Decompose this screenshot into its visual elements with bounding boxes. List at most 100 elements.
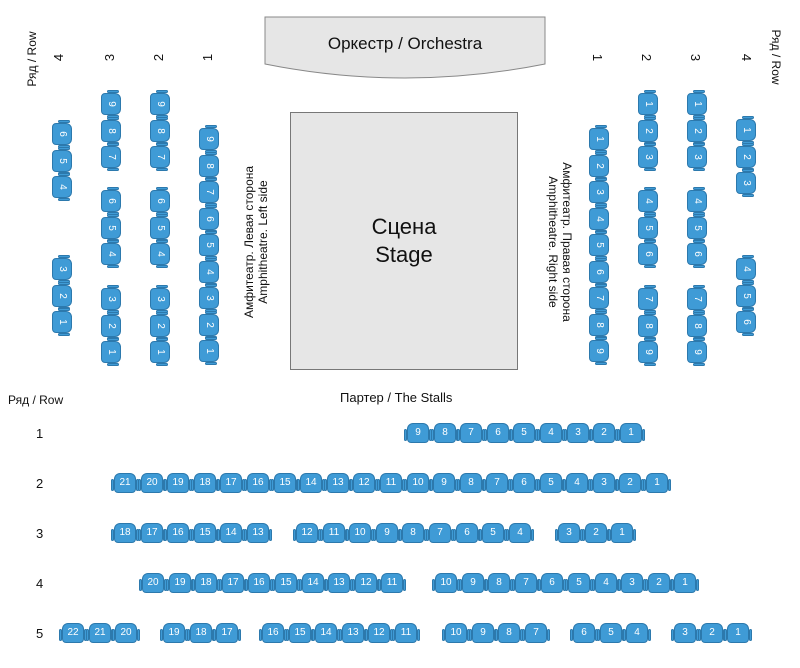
seat[interactable]: 6: [736, 308, 756, 336]
seat[interactable]: 6: [150, 187, 170, 215]
seat[interactable]: 2: [616, 473, 644, 493]
seat[interactable]: 3: [638, 143, 658, 171]
seat[interactable]: 5: [687, 214, 707, 242]
seat[interactable]: 13: [339, 623, 367, 643]
seat[interactable]: 16: [244, 473, 272, 493]
seat[interactable]: 4: [623, 623, 651, 643]
seat[interactable]: 3: [564, 423, 592, 443]
seat[interactable]: 5: [565, 573, 593, 593]
seat[interactable]: 4: [687, 187, 707, 215]
seat[interactable]: 4: [589, 205, 609, 233]
seat[interactable]: 19: [166, 573, 194, 593]
seat[interactable]: 2: [736, 143, 756, 171]
seat[interactable]: 17: [213, 623, 241, 643]
seat[interactable]: 16: [164, 523, 192, 543]
seat[interactable]: 6: [638, 240, 658, 268]
seat[interactable]: 13: [244, 523, 272, 543]
seat[interactable]: 12: [350, 473, 378, 493]
seat[interactable]: 8: [101, 117, 121, 145]
seat[interactable]: 4: [150, 240, 170, 268]
seat[interactable]: 4: [592, 573, 620, 593]
seat[interactable]: 10: [442, 623, 470, 643]
seat[interactable]: 1: [150, 338, 170, 366]
seat[interactable]: 6: [101, 187, 121, 215]
seat[interactable]: 13: [325, 573, 353, 593]
seat[interactable]: 3: [101, 285, 121, 313]
seat[interactable]: 8: [150, 117, 170, 145]
seat[interactable]: 6: [510, 473, 538, 493]
seat[interactable]: 8: [589, 311, 609, 339]
seat[interactable]: 9: [150, 90, 170, 118]
seat[interactable]: 7: [457, 423, 485, 443]
seat[interactable]: 7: [638, 285, 658, 313]
seat[interactable]: 11: [392, 623, 420, 643]
seat[interactable]: 10: [404, 473, 432, 493]
seat[interactable]: 2: [199, 311, 219, 339]
seat[interactable]: 3: [150, 285, 170, 313]
seat[interactable]: 2: [638, 117, 658, 145]
seat[interactable]: 2: [582, 523, 610, 543]
seat[interactable]: 8: [638, 312, 658, 340]
seat[interactable]: 9: [469, 623, 497, 643]
seat[interactable]: 2: [687, 117, 707, 145]
seat[interactable]: 3: [618, 573, 646, 593]
seat[interactable]: 1: [617, 423, 645, 443]
seat[interactable]: 16: [259, 623, 287, 643]
seat[interactable]: 4: [506, 523, 534, 543]
seat[interactable]: 13: [324, 473, 352, 493]
seat[interactable]: 9: [199, 125, 219, 153]
seat[interactable]: 3: [687, 143, 707, 171]
seat[interactable]: 4: [563, 473, 591, 493]
seat[interactable]: 5: [150, 214, 170, 242]
seat[interactable]: 12: [352, 573, 380, 593]
seat[interactable]: 1: [589, 125, 609, 153]
seat[interactable]: 14: [299, 573, 327, 593]
seat[interactable]: 7: [150, 143, 170, 171]
seat[interactable]: 3: [52, 255, 72, 283]
seat[interactable]: 15: [191, 523, 219, 543]
seat[interactable]: 3: [671, 623, 699, 643]
seat[interactable]: 21: [86, 623, 114, 643]
seat[interactable]: 9: [459, 573, 487, 593]
seat[interactable]: 5: [52, 147, 72, 175]
seat[interactable]: 2: [150, 312, 170, 340]
seat[interactable]: 1: [724, 623, 752, 643]
seat[interactable]: 5: [479, 523, 507, 543]
seat[interactable]: 7: [101, 143, 121, 171]
seat[interactable]: 7: [426, 523, 454, 543]
seat[interactable]: 8: [687, 312, 707, 340]
seat[interactable]: 3: [555, 523, 583, 543]
seat[interactable]: 2: [698, 623, 726, 643]
seat[interactable]: 9: [373, 523, 401, 543]
seat[interactable]: 2: [645, 573, 673, 593]
seat[interactable]: 11: [320, 523, 348, 543]
seat[interactable]: 20: [138, 473, 166, 493]
seat[interactable]: 2: [589, 152, 609, 180]
seat[interactable]: 9: [101, 90, 121, 118]
seat[interactable]: 9: [687, 338, 707, 366]
seat[interactable]: 2: [101, 312, 121, 340]
seat[interactable]: 1: [643, 473, 671, 493]
seat[interactable]: 17: [219, 573, 247, 593]
seat[interactable]: 8: [457, 473, 485, 493]
seat[interactable]: 7: [199, 178, 219, 206]
seat[interactable]: 7: [589, 284, 609, 312]
seat[interactable]: 11: [377, 473, 405, 493]
seat[interactable]: 6: [687, 240, 707, 268]
seat[interactable]: 15: [286, 623, 314, 643]
seat[interactable]: 4: [638, 187, 658, 215]
seat[interactable]: 15: [272, 573, 300, 593]
seat[interactable]: 5: [199, 231, 219, 259]
seat[interactable]: 1: [199, 337, 219, 365]
seat[interactable]: 1: [52, 308, 72, 336]
seat[interactable]: 1: [736, 116, 756, 144]
seat[interactable]: 7: [483, 473, 511, 493]
seat[interactable]: 17: [138, 523, 166, 543]
seat[interactable]: 6: [199, 205, 219, 233]
seat[interactable]: 6: [570, 623, 598, 643]
seat[interactable]: 8: [199, 152, 219, 180]
seat[interactable]: 1: [671, 573, 699, 593]
seat[interactable]: 10: [346, 523, 374, 543]
seat[interactable]: 8: [485, 573, 513, 593]
seat[interactable]: 3: [590, 473, 618, 493]
